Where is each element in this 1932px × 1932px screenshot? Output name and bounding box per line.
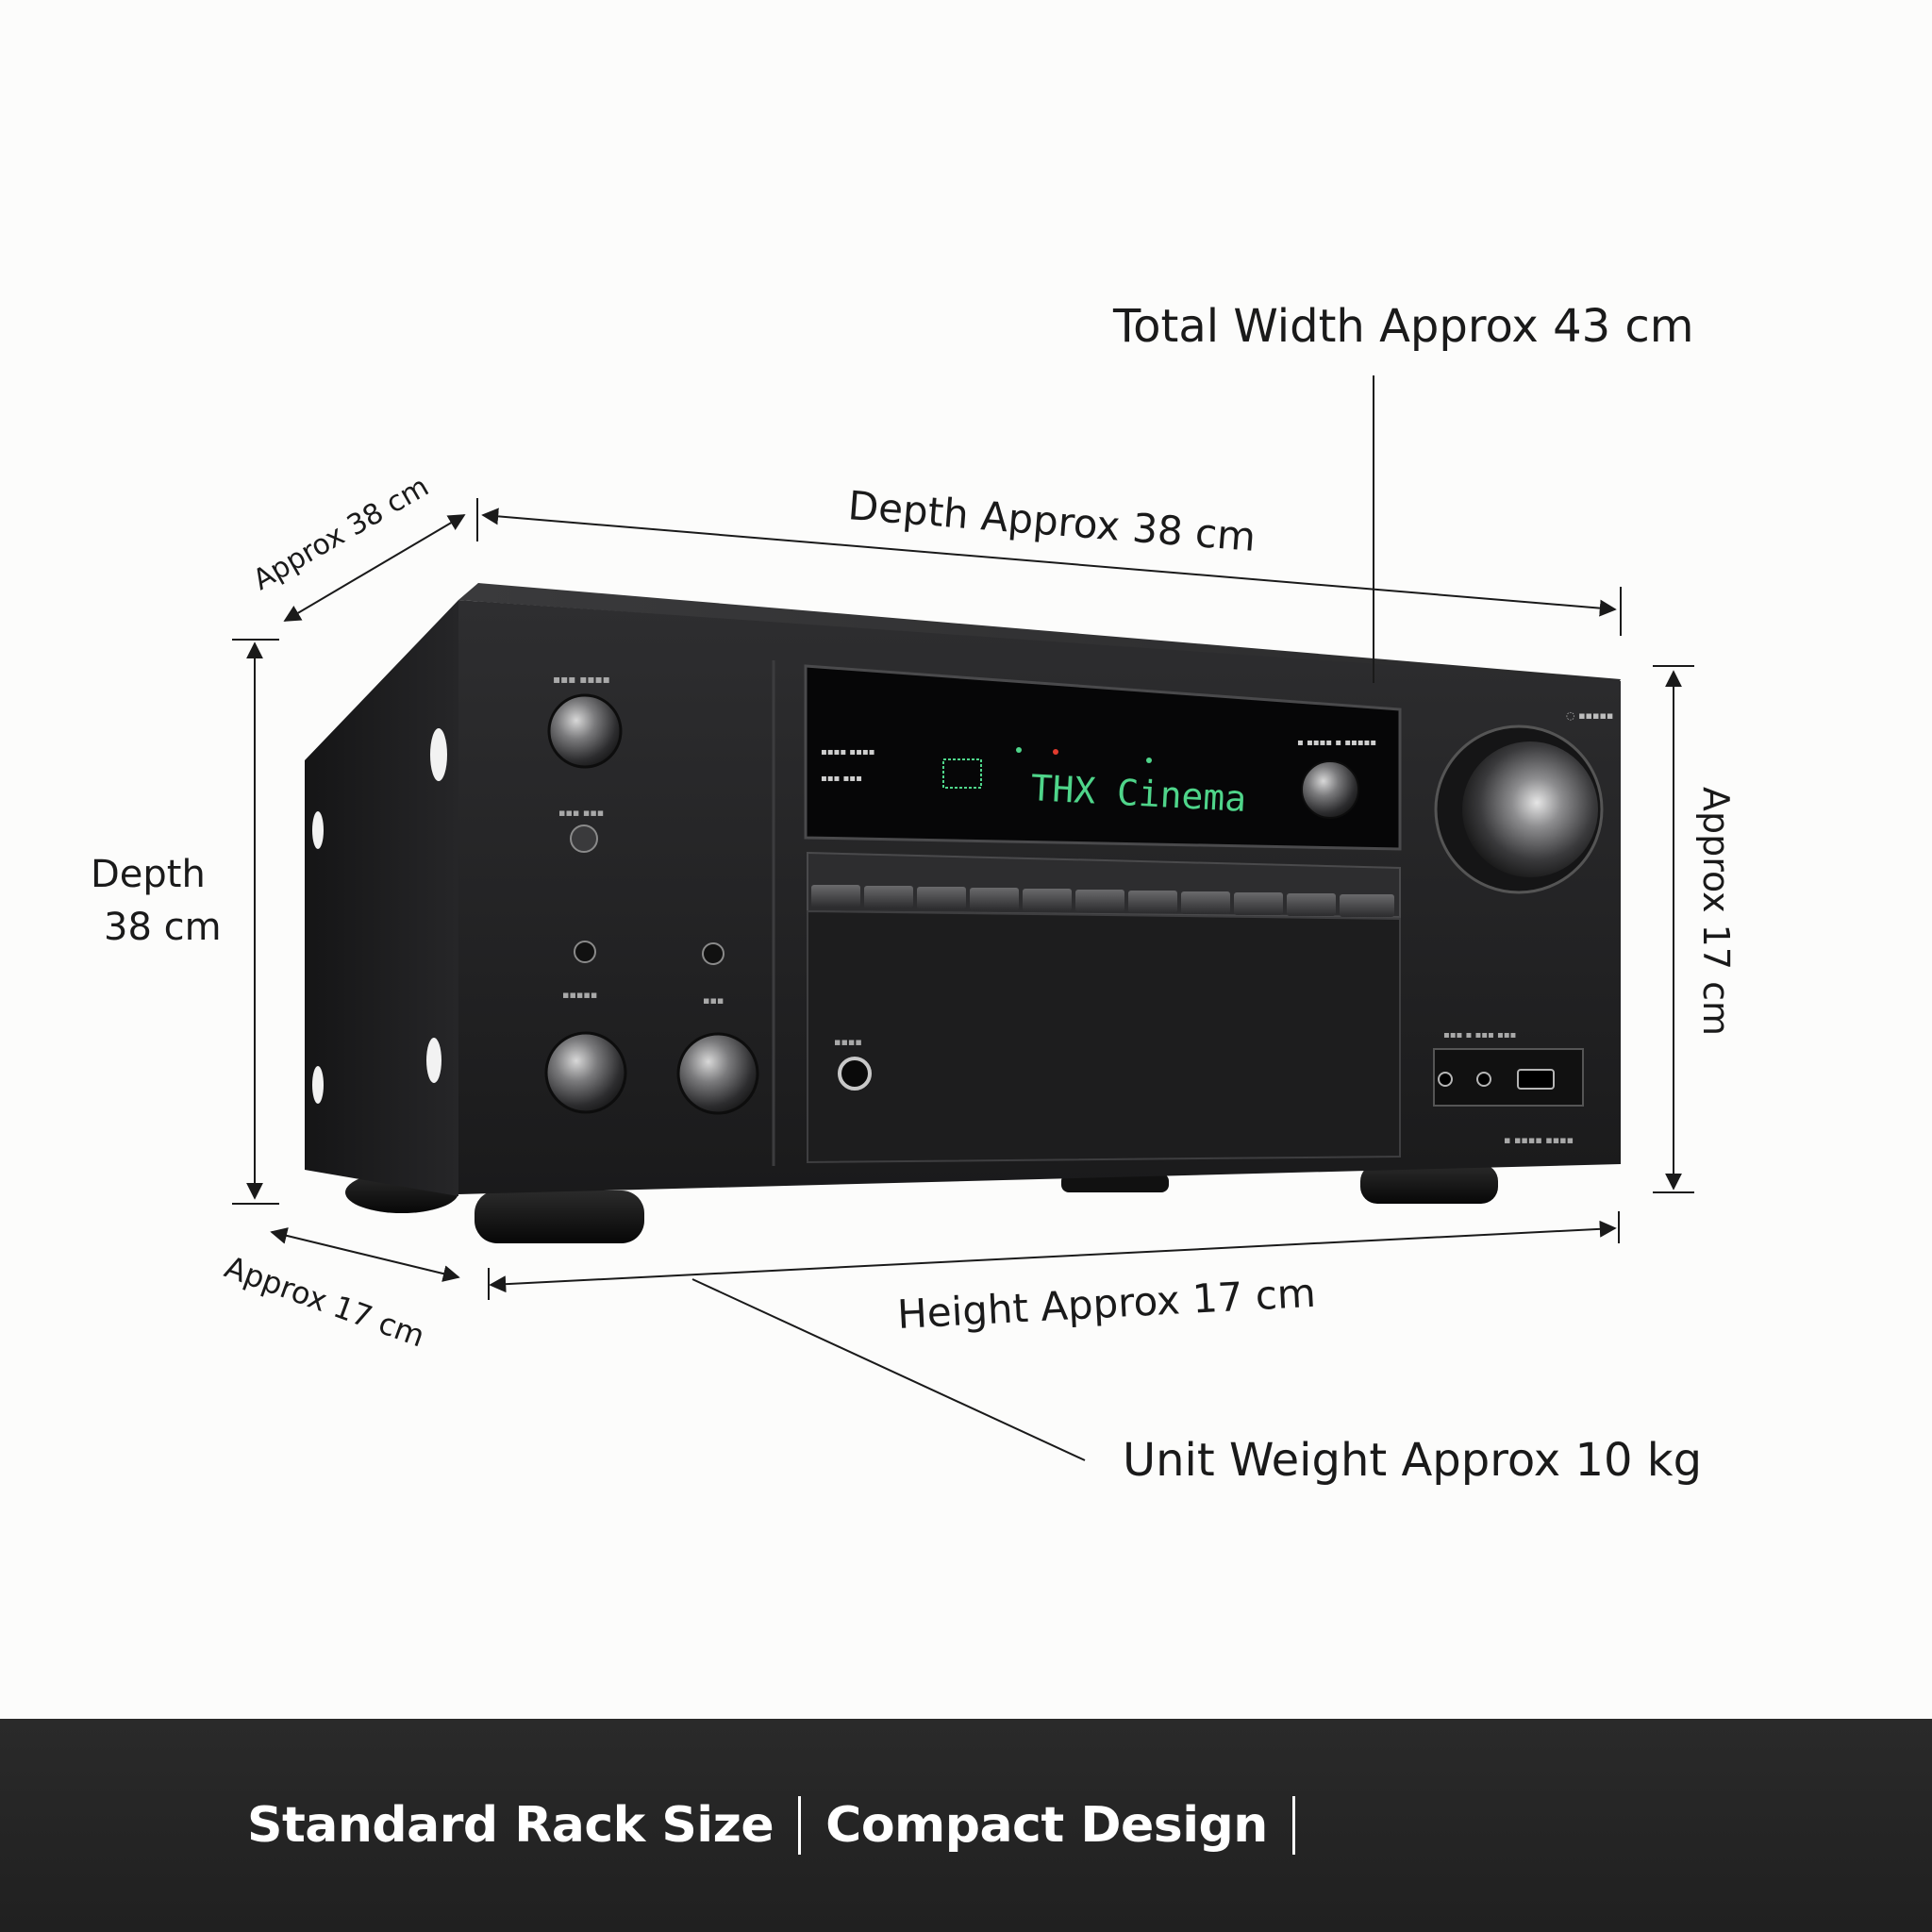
model-badge: ▪ ▪▪▪▪ ▪▪▪▪	[1504, 1134, 1574, 1146]
control-knob-top[interactable]	[547, 693, 623, 769]
logo-mark: ◌ ▪▪▪▪▪	[1566, 709, 1613, 722]
input-jack[interactable]	[1476, 1072, 1491, 1087]
left-depth-label-line1: Depth	[91, 853, 206, 896]
side-vent	[430, 728, 447, 781]
display-indicator-text: ▪ ▪▪▪▪ ▪ ▪▪▪▪▪	[1297, 738, 1376, 748]
control-knob-bottom-right[interactable]	[676, 1032, 759, 1115]
dimension-lines	[232, 375, 1694, 1461]
jack-label: ▪▪▪▪	[834, 1036, 862, 1048]
chassis-side	[305, 600, 458, 1196]
display-window	[804, 664, 1402, 851]
knob-label: ▪▪▪ ▪▪▪▪	[553, 673, 610, 686]
footer-item-compact-design: Compact Design	[825, 1797, 1268, 1854]
button-label: ▪▪▪ ▪▪▪	[558, 807, 604, 819]
side-vent	[312, 811, 324, 849]
indicator-button[interactable]	[574, 941, 596, 963]
input-selector-buttons[interactable]	[811, 885, 1394, 917]
bottom-left-approx-label: Approx 17 cm	[220, 1249, 429, 1355]
knob-label: ▪▪▪	[703, 994, 724, 1007]
unit-weight-label: Unit Weight Approx 10 kg	[1123, 1434, 1702, 1487]
side-vent	[426, 1038, 441, 1083]
left-depth-label-line2: 38 cm	[104, 906, 222, 949]
display-indicator-text: ▪▪▪▪ ▪▪▪▪	[821, 747, 874, 758]
indicator-button[interactable]	[702, 942, 724, 965]
display-level-meter	[942, 758, 982, 789]
av-receiver: ▪▪▪ ▪▪▪▪ ▪▪▪ ▪▪▪ ▪▪▪▪▪ ▪▪▪ ▪▪▪▪ ▪▪▪▪ ▪▪▪…	[305, 583, 1621, 1243]
front-input-panel	[1433, 1048, 1584, 1107]
input-jack[interactable]	[1438, 1072, 1453, 1087]
control-knob-bottom-left[interactable]	[544, 1031, 627, 1114]
display-led-red	[1053, 749, 1058, 755]
bottom-height-label: Height Approx 17 cm	[896, 1270, 1317, 1338]
hdmi-port[interactable]	[1517, 1069, 1555, 1090]
front-door-panel	[807, 909, 1401, 1164]
total-width-label: Total Width Approx 43 cm	[1112, 300, 1694, 353]
foot-front-left	[475, 1191, 644, 1243]
small-button[interactable]	[570, 824, 598, 853]
footer-separator	[1291, 1796, 1295, 1855]
footer-separator	[798, 1796, 802, 1855]
weight-leader-line	[691, 1278, 1086, 1461]
foot-front-right	[1360, 1164, 1498, 1204]
display-dial[interactable]	[1301, 760, 1359, 819]
top-left-approx-label: Approx 38 cm	[248, 470, 435, 597]
input-panel-label: ▪▪▪ ▪ ▪▪▪ ▪▪▪	[1443, 1030, 1516, 1041]
display-led-green	[1016, 747, 1022, 753]
right-approx-label: Approx 17 cm	[1695, 787, 1737, 1036]
footer-item-rack-size: Standard Rack Size	[247, 1797, 774, 1854]
foot-front-center	[1061, 1174, 1169, 1192]
side-vent	[312, 1066, 324, 1104]
knob-label: ▪▪▪▪▪	[562, 989, 597, 1001]
volume-knob[interactable]	[1462, 741, 1598, 877]
headphone-jack[interactable]	[838, 1057, 872, 1091]
display-indicator-text: ▪▪▪ ▪▪▪	[821, 774, 862, 784]
display-led-green	[1146, 758, 1152, 763]
footer-feature-list: Standard Rack Size Compact Design	[247, 1796, 1320, 1855]
footer-bar: Standard Rack Size Compact Design	[0, 1719, 1932, 1932]
top-depth-label: Depth Approx 38 cm	[846, 482, 1257, 560]
